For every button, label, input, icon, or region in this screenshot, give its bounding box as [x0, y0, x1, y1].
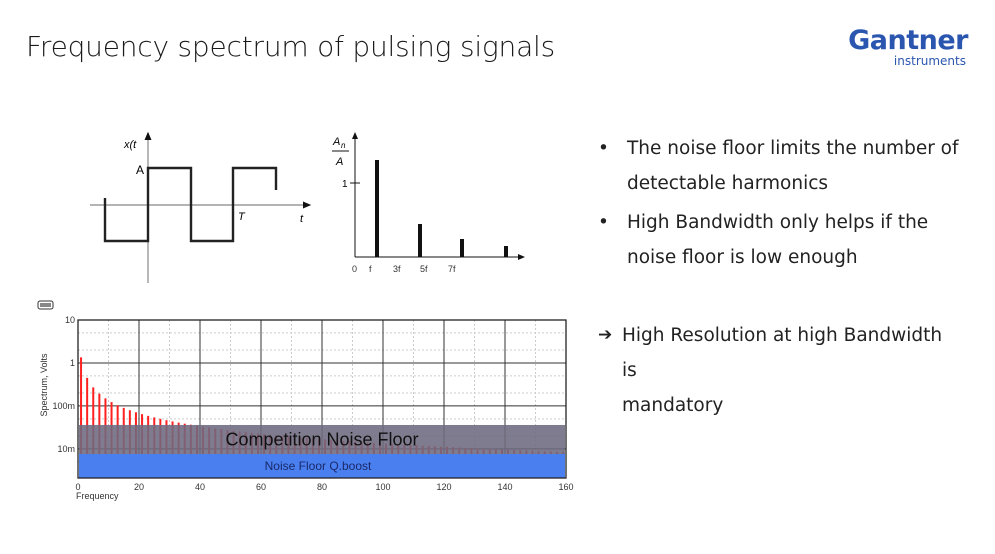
conclusion-line: mandatory: [622, 395, 724, 416]
conclusion: ➔ High Resolution at high Bandwidth is ma…: [598, 318, 978, 416]
a-label: A: [335, 156, 343, 168]
square-wave: [103, 166, 278, 243]
bullet-marker: •: [598, 138, 609, 159]
bar-3f: [418, 224, 422, 257]
bullet-2: • High Bandwidth only helps if the noise …: [598, 205, 978, 275]
ideal-spectrum-diagram: A n A 1 0 f 3f 5f 7f: [332, 132, 525, 274]
bullet-line: detectable harmonics: [627, 173, 829, 194]
slide-title: Frequency spectrum of pulsing signals: [26, 30, 555, 63]
x-tick-label: 80: [317, 482, 327, 492]
logo-sub: instruments: [893, 54, 966, 68]
x-tick: f: [369, 264, 372, 274]
bar-7f: [504, 246, 508, 257]
y-tick-label: 1: [70, 358, 75, 368]
y-tick-label: 100m: [52, 401, 75, 411]
x-tick: 3f: [393, 264, 401, 274]
y-tick-label: 10m: [57, 444, 75, 454]
x-axis-label: Frequency: [76, 491, 119, 501]
chart-badge-icon: [37, 300, 54, 310]
bullet-line: The noise floor limits the number of: [627, 138, 959, 159]
x-tick-label: 40: [195, 482, 205, 492]
x-tick-label: 120: [436, 482, 451, 492]
y-axis-label: Spectrum, Volts: [39, 353, 49, 417]
noise-band-label: Competition Noise Floor: [225, 429, 418, 449]
bullet-marker: •: [598, 212, 609, 233]
gantner-logo: Gantner instruments: [838, 25, 968, 68]
noise-band-label: Noise Floor Q.boost: [265, 459, 372, 473]
x-tick: 0: [352, 264, 357, 274]
an-label: A: [332, 136, 340, 148]
y-tick-label: 10: [65, 315, 75, 325]
bullet-line: High Bandwidth only helps if the: [627, 212, 929, 233]
x-tick-label: 20: [134, 482, 144, 492]
x-tick-label: 140: [497, 482, 512, 492]
harmonic-bar: [80, 357, 83, 478]
arrow-icon: ➔: [598, 325, 613, 345]
noise-band: [79, 424, 565, 455]
bar-f: [375, 160, 379, 257]
square-wave-diagram: x(t A T t: [90, 131, 312, 283]
bullet-1: • The noise floor limits the number of de…: [598, 131, 978, 201]
an-sub: n: [341, 141, 346, 150]
x-tick: 5f: [420, 264, 428, 274]
amp-label: A: [136, 163, 144, 177]
plot-frame: [77, 319, 567, 479]
x-tick-label: 160: [558, 482, 573, 492]
bar-5f: [460, 239, 464, 257]
conclusion-line: High Resolution at high Bandwidth is: [622, 325, 943, 381]
logo-brand: Gantner: [848, 25, 968, 56]
bullet-line: noise floor is low enough: [627, 247, 858, 268]
x-tick: 7f: [448, 264, 456, 274]
x-tick-label: 60: [256, 482, 266, 492]
x-tick-label: 100: [375, 482, 390, 492]
time-label: t: [300, 213, 304, 225]
tick-1: 1: [342, 179, 348, 190]
period-label: T: [238, 211, 246, 223]
x-tick-label: 0: [75, 482, 80, 492]
noise-band: [79, 454, 565, 478]
wave-y-label: x(t: [123, 139, 137, 151]
